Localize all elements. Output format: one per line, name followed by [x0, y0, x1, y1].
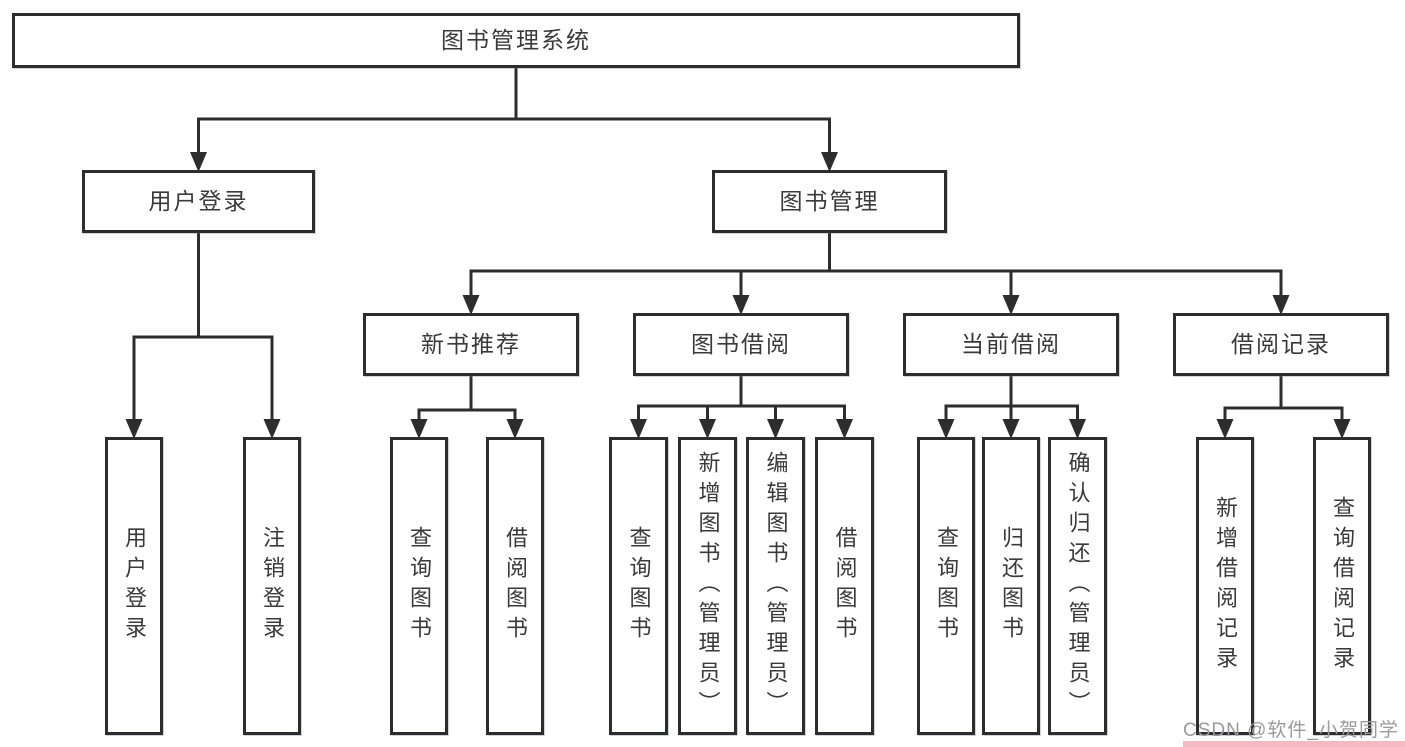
node-label: 查询图书: [626, 526, 652, 646]
node-label: 新书推荐: [421, 332, 521, 357]
edge-book-mgmt: [462, 233, 1290, 315]
node-label: 借阅图书: [832, 526, 858, 646]
node-book-borrow: 图书借阅: [633, 313, 849, 376]
arrowhead: [1002, 295, 1020, 315]
node-book-mgmt: 图书管理: [712, 170, 947, 233]
csdn-watermark-accent-bar: [1183, 741, 1405, 747]
arrowhead: [1333, 419, 1351, 439]
arrowhead: [836, 419, 853, 439]
node-cb-confirm: 确认归还（管理员）: [1048, 437, 1107, 735]
node-root: 图书管理系统: [12, 13, 1020, 68]
node-nb-query: 查询图书: [390, 437, 448, 735]
arrowhead: [937, 419, 955, 439]
edge-book-borrow: [630, 376, 853, 439]
node-label: 编辑图书（管理员）: [763, 451, 789, 721]
node-label: 用户登录: [148, 189, 249, 214]
arrowhead: [630, 419, 647, 439]
node-label: 用户登录: [122, 526, 147, 646]
edge-new-book-rec: [410, 376, 524, 439]
node-bb-edit: 编辑图书（管理员）: [746, 437, 805, 735]
edge-user-login: [125, 233, 281, 439]
node-new-book-rec: 新书推荐: [363, 313, 579, 376]
node-label: 新增借阅记录: [1213, 496, 1238, 676]
arrowhead: [699, 419, 716, 439]
node-borrow-records: 借阅记录: [1173, 313, 1389, 376]
arrowhead: [821, 152, 838, 172]
arrowhead: [263, 419, 281, 439]
arrowhead: [1002, 419, 1020, 439]
node-br-query: 查询借阅记录: [1313, 437, 1371, 735]
node-br-add: 新增借阅记录: [1196, 437, 1254, 735]
arrowhead: [462, 295, 480, 315]
node-label: 新增图书（管理员）: [695, 451, 721, 721]
arrowhead: [190, 152, 207, 172]
node-leaf-user-login: 用户登录: [105, 437, 163, 735]
arrowhead: [1069, 419, 1086, 439]
csdn-watermark: CSDN @软件_小贺同学: [1183, 720, 1399, 741]
edge-root: [190, 68, 838, 172]
node-label: 图书管理系统: [441, 28, 591, 53]
node-user-login: 用户登录: [82, 170, 315, 233]
node-label: 归还图书: [999, 526, 1024, 646]
arrowhead: [1272, 295, 1290, 315]
arrowhead: [410, 419, 428, 439]
arrowhead: [1216, 419, 1234, 439]
arrowhead: [506, 419, 524, 439]
node-label: 查询图书: [934, 526, 959, 646]
node-cb-return: 归还图书: [982, 437, 1040, 735]
node-label: 借阅记录: [1231, 332, 1331, 357]
node-label: 图书借阅: [691, 332, 791, 357]
node-bb-add: 新增图书（管理员）: [678, 437, 737, 735]
node-current-borrow: 当前借阅: [903, 313, 1119, 376]
arrowhead: [767, 419, 784, 439]
node-nb-borrow: 借阅图书: [486, 437, 544, 735]
node-label: 注销登录: [260, 526, 285, 646]
node-cb-query: 查询图书: [917, 437, 975, 735]
node-bb-borrow: 借阅图书: [815, 437, 874, 735]
node-label: 查询图书: [407, 526, 432, 646]
edge-borrow-records: [1216, 376, 1351, 439]
node-label: 确认归还（管理员）: [1065, 451, 1091, 721]
node-label: 当前借阅: [961, 332, 1061, 357]
node-bb-query: 查询图书: [609, 437, 668, 735]
node-leaf-logout: 注销登录: [243, 437, 301, 735]
arrowhead: [125, 419, 143, 439]
arrowhead: [732, 295, 750, 315]
edge-current-borrow: [937, 376, 1086, 439]
node-label: 借阅图书: [503, 526, 528, 646]
node-label: 图书管理: [779, 189, 880, 214]
node-label: 查询借阅记录: [1330, 496, 1355, 676]
